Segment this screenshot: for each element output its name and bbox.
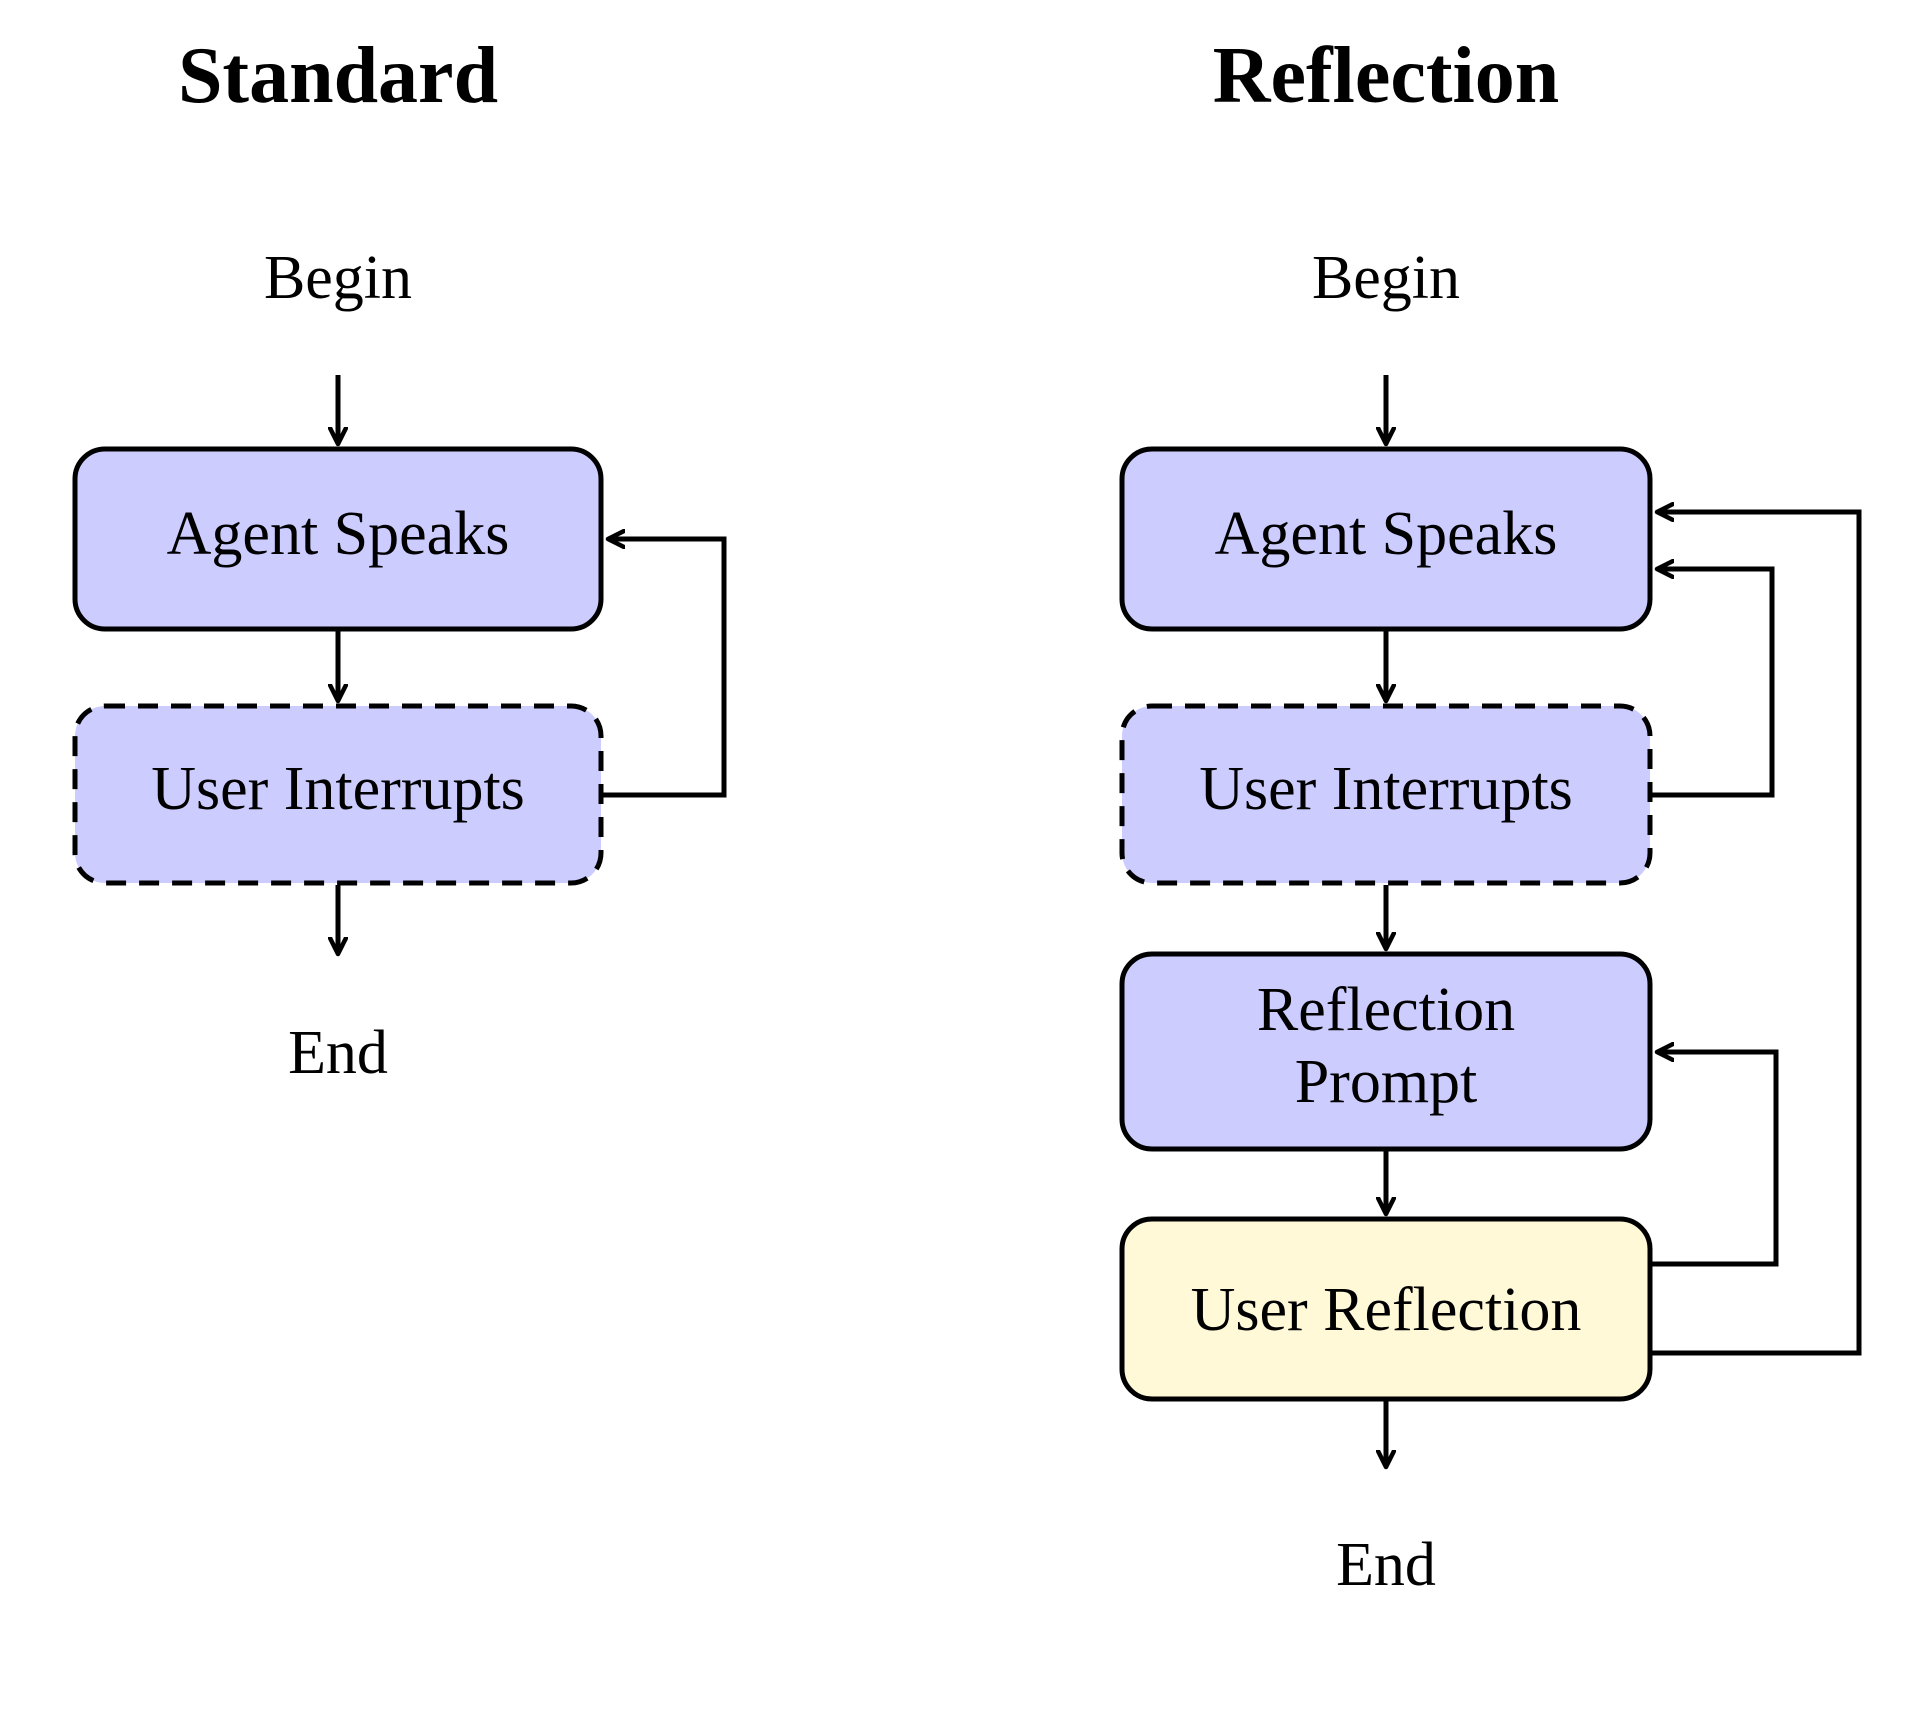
reflection-begin-label: Begin <box>1312 244 1460 312</box>
reflection-user-reflection-to-prompt-loop-arrow <box>1652 1052 1779 1267</box>
standard-agent-speaks-label: Agent Speaks <box>167 500 510 568</box>
reflection-prompt-label-line1: Reflection <box>1257 976 1515 1044</box>
reflection-title: Reflection <box>1213 32 1560 120</box>
reflection-interrupt-loop-arrow <box>1652 569 1775 798</box>
standard-panel: Standard Begin Agent Speaks User Interru… <box>72 32 727 1087</box>
reflection-user-reflection-node: User Reflection <box>1119 1216 1653 1402</box>
standard-agent-speaks-box <box>72 446 604 632</box>
reflection-agent-speaks-node: Agent Speaks <box>1119 446 1653 632</box>
standard-interrupt-loop-arrow <box>603 539 727 798</box>
reflection-prompt-label-line2: Prompt <box>1295 1048 1478 1116</box>
reflection-user-reflection-to-agent-loop-arrow <box>1652 512 1862 1356</box>
reflection-end-label: End <box>1336 1531 1436 1599</box>
reflection-user-reflection-label: User Reflection <box>1191 1276 1582 1344</box>
standard-end-label: End <box>288 1019 388 1087</box>
standard-title: Standard <box>178 32 498 120</box>
standard-agent-speaks-node: Agent Speaks <box>72 446 604 632</box>
reflection-user-interrupts-box <box>1119 703 1653 886</box>
standard-begin-label: Begin <box>264 244 412 312</box>
reflection-agent-speaks-label: Agent Speaks <box>1215 500 1558 568</box>
reflection-prompt-box <box>1119 951 1653 1152</box>
reflection-prompt-node: Reflection Prompt <box>1119 951 1653 1152</box>
reflection-agent-speaks-box <box>1119 446 1653 632</box>
standard-user-interrupts-label: User Interrupts <box>151 755 525 823</box>
standard-user-interrupts-box <box>72 703 604 886</box>
reflection-user-interrupts-node: User Interrupts <box>1119 703 1653 886</box>
reflection-panel: Reflection Begin Agent Speaks User Inter… <box>1119 32 1862 1599</box>
reflection-user-reflection-box <box>1119 1216 1653 1402</box>
reflection-user-interrupts-label: User Interrupts <box>1199 755 1573 823</box>
standard-user-interrupts-node: User Interrupts <box>72 703 604 886</box>
